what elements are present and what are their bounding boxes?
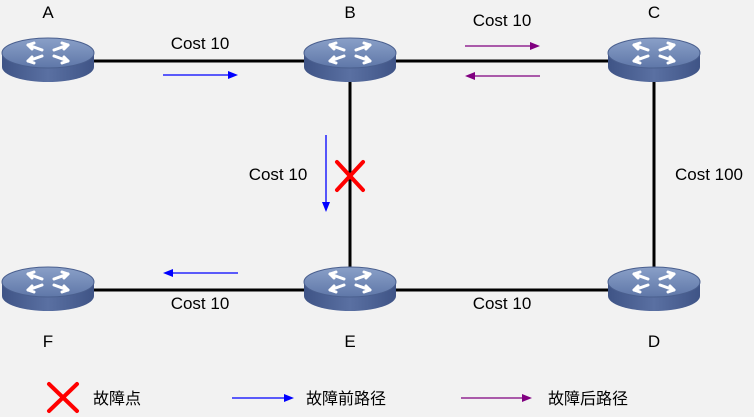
legend-fault-x-icon <box>47 382 79 413</box>
cost-label-b-e: Cost 10 <box>249 165 308 184</box>
node-label-f: F <box>43 332 53 351</box>
legend-arrow-before-icon <box>232 394 294 402</box>
cost-label-b-c: Cost 10 <box>473 11 532 30</box>
router-icon-b[interactable] <box>302 36 398 84</box>
router-icon-a[interactable] <box>0 36 96 84</box>
path-before-arrows <box>163 71 330 277</box>
node-label-b: B <box>344 3 355 22</box>
router-icon-d[interactable] <box>606 265 702 313</box>
arrow-a-to-b <box>163 71 238 79</box>
cost-label-e-d: Cost 10 <box>473 294 532 313</box>
path-after-arrows <box>465 42 540 80</box>
legend-label-before: 故障前路径 <box>306 389 386 408</box>
router-icon-e[interactable] <box>302 265 398 313</box>
node-label-a: A <box>42 3 54 22</box>
legend-label-after: 故障后路径 <box>548 389 628 408</box>
arrow-e-to-f <box>163 269 238 277</box>
cost-label-a-b: Cost 10 <box>171 34 230 53</box>
arrow-c-to-b <box>465 72 540 80</box>
node-label-e: E <box>344 332 355 351</box>
arrow-b-to-e <box>322 135 330 212</box>
cost-label-f-e: Cost 10 <box>171 294 230 313</box>
legend-label-fault: 故障点 <box>93 389 141 408</box>
fault-x-icon <box>335 160 365 192</box>
node-label-c: C <box>648 3 660 22</box>
node-label-d: D <box>648 332 660 351</box>
router-icon-f[interactable] <box>0 265 96 313</box>
arrow-b-to-c <box>465 42 540 50</box>
cost-label-c-d: Cost 100 <box>675 165 743 184</box>
router-icon-c[interactable] <box>606 36 702 84</box>
legend-arrow-after-icon <box>461 394 532 402</box>
legend: 故障点 故障前路径 故障后路径 <box>47 382 628 413</box>
